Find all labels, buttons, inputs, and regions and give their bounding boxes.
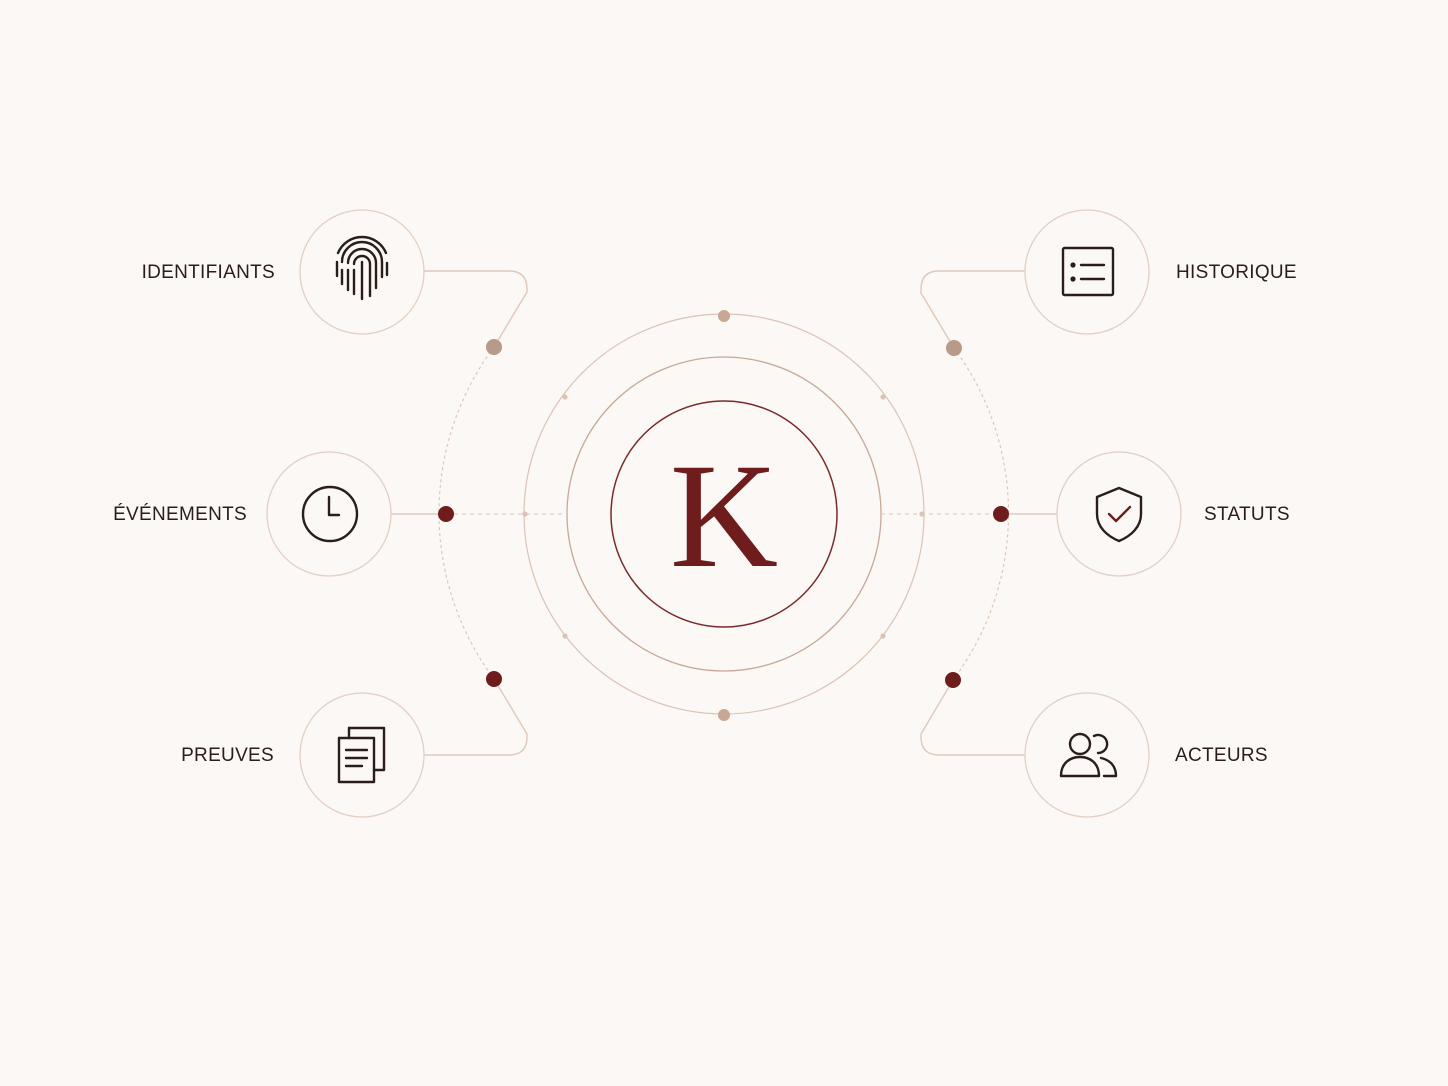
inner-ring <box>610 400 838 628</box>
connector-preuves <box>424 678 528 756</box>
ring-dot-bottom <box>718 709 730 721</box>
connectors <box>391 270 1058 756</box>
users-icon <box>1059 732 1118 778</box>
document-icon <box>337 726 386 784</box>
ring-dot-small <box>880 633 886 639</box>
left-arc <box>438 346 495 680</box>
center-letter: K <box>670 433 778 599</box>
ring-dot-small <box>880 394 886 400</box>
node-identifiants[interactable]: IDENTIFIANTS <box>142 209 425 335</box>
node-circle <box>1056 451 1182 577</box>
node-label-evenements: ÉVÉNEMENTS <box>113 504 247 525</box>
connector-acteurs <box>920 679 1025 756</box>
junction-dots <box>438 339 1009 688</box>
node-acteurs[interactable]: ACTEURS <box>1024 692 1268 818</box>
node-label-historique: HISTORIQUE <box>1176 262 1297 283</box>
connector-historique <box>920 270 1025 349</box>
node-label-statuts: STATUTS <box>1204 504 1290 525</box>
ring-dot-small <box>522 511 528 517</box>
node-statuts[interactable]: STATUTS <box>1056 451 1290 577</box>
ring-dot-small <box>562 394 568 400</box>
connector-identifiants <box>424 270 528 348</box>
junction-dot-preuves <box>486 671 502 687</box>
node-historique[interactable]: HISTORIQUE <box>1024 209 1297 335</box>
node-evenements[interactable]: ÉVÉNEMENTS <box>113 451 392 577</box>
side-arcs <box>438 346 1010 681</box>
junction-dot-identifiants <box>486 339 502 355</box>
ring-dots <box>522 310 925 721</box>
junction-dot-acteurs <box>945 672 961 688</box>
junction-dot-evenements <box>438 506 454 522</box>
fingerprint-icon <box>335 235 389 301</box>
clock-icon <box>301 485 359 543</box>
node-preuves[interactable]: PREUVES <box>181 692 425 818</box>
center-rings: K <box>523 313 925 715</box>
ring-dot-small <box>562 633 568 639</box>
ring-dot-top <box>718 310 730 322</box>
node-label-preuves: PREUVES <box>181 745 274 766</box>
node-circle <box>299 692 425 818</box>
shield-check-icon <box>1095 486 1143 543</box>
node-circle <box>1024 209 1150 335</box>
junction-dot-statuts <box>993 506 1009 522</box>
list-icon <box>1061 246 1115 297</box>
node-circle <box>1024 692 1150 818</box>
node-label-identifiants: IDENTIFIANTS <box>142 262 275 283</box>
junction-dot-historique <box>946 340 962 356</box>
node-label-acteurs: ACTEURS <box>1175 745 1268 766</box>
right-arc <box>952 347 1010 681</box>
